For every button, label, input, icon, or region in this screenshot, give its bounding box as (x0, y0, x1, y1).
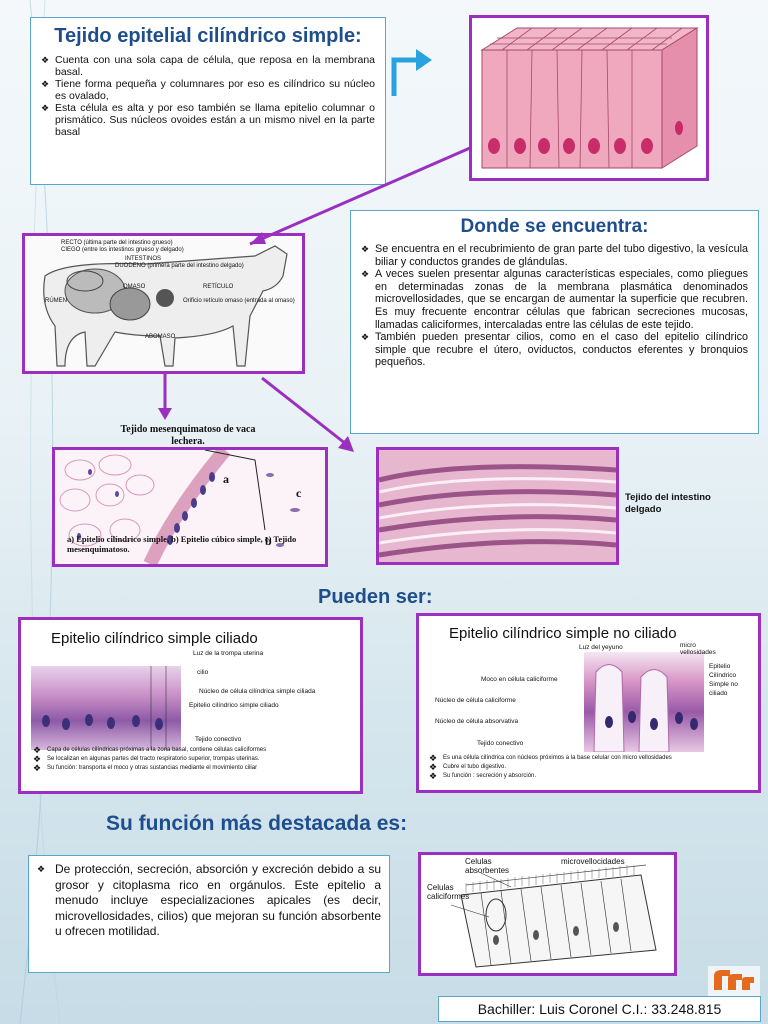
epithelium-block-image (469, 15, 709, 181)
cow-label: INTESTINOS (125, 256, 162, 262)
cow-label: RETÍCULO (203, 284, 234, 290)
cow-label: Orificio retículo omaso (entrada al omas… (183, 298, 295, 304)
intestine-image (376, 447, 619, 565)
no-ciliado-box: Epitelio cilíndrico simple no ciliado Lu… (416, 613, 761, 793)
mesen-letter-a: a (223, 472, 229, 486)
intestine-illustration (379, 464, 616, 558)
mesen-caption: a) Epitelio cilíndrico simple, b) Epitel… (67, 534, 297, 554)
mesenchymal-image: a b c a) Epitelio cilíndrico simple, b) … (52, 447, 328, 567)
ciliado-micrograph (31, 666, 181, 750)
no-ciliado-title: Epitelio cilíndrico simple no ciliado (449, 625, 677, 642)
donde-bullet: También pueden presentar cilios, como en… (361, 331, 748, 369)
ciliado-title: Epitelio cilíndrico simple ciliado (51, 630, 258, 647)
footer-box: Bachiller: Luis Coronel C.I.: 33.248.815 (438, 996, 761, 1022)
no-ciliado-label: Tejido conectivo (477, 740, 524, 747)
cow-label: ABOMASO (145, 334, 176, 340)
absorbent-illustration (450, 864, 657, 968)
intro-bullets: Cuenta con una sola capa de célula, que … (41, 54, 375, 138)
logo-icon (708, 966, 760, 996)
cow-label: RECTO (última parte del intestino grueso… (61, 240, 173, 246)
ciliado-bullets: Capa de células cilíndricas próximas a l… (33, 746, 353, 773)
no-ciliado-label: Núcleo de célula caliciforme (435, 697, 516, 704)
ciliado-label: Núcleo de célula cilíndrica simple cilia… (199, 688, 316, 695)
main-title: Tejido epitelial cilíndrico simple: (54, 25, 362, 47)
donde-bullets: Se encuentra en el recubrimiento de gran… (361, 243, 748, 369)
donde-bullet: Se encuentra en el recubrimiento de gran… (361, 243, 748, 268)
mesenchymal-illustration (59, 450, 300, 564)
no-ciliado-label: Moco en célula caliciforme (481, 676, 558, 683)
mesen-letter-c: c (296, 486, 302, 500)
caption-vaca: Tejido mesenquimatoso de vaca lechera. (120, 424, 256, 447)
ciliado-bullet: Se localizan en algunas partes del tract… (33, 755, 353, 764)
intro-bullet: Tiene forma pequeña y columnares por eso… (41, 78, 375, 102)
mesen-letter-b: b (265, 534, 272, 548)
epithelium-illustration (480, 27, 699, 169)
cow-illustration (43, 245, 288, 367)
cow-label: OMASO (123, 284, 146, 290)
funcion-bullet: De protección, secreción, absorción y ex… (37, 862, 381, 940)
funcion-bullets: De protección, secreción, absorción y ex… (37, 862, 381, 940)
no-ciliado-bullet: Es una célula cilíndrica con núcleos pró… (429, 754, 754, 763)
absorbent-cells-image: Celulas absorbentes microvellocidades Ce… (418, 852, 677, 976)
absorb-label: microvellocidades (561, 857, 625, 866)
ciliado-label: Luz de la trompa uterina (193, 650, 264, 657)
cow-label: DUODENO (primera parte del intestino del… (115, 263, 244, 269)
no-ciliado-label: Núcleo de célula absorvativa (435, 718, 519, 725)
no-ciliado-label: Luz del yeyuno (579, 644, 623, 651)
funcion-heading: Su función más destacada es: (106, 812, 408, 835)
intro-bullet: Esta célula es alta y por eso también se… (41, 102, 375, 138)
absorb-label: Celulas caliciformes (427, 883, 470, 901)
caption-intestino: Tejido del intestino delgado (625, 492, 711, 515)
no-ciliado-bullet: Cubre el tubo digestivo. (429, 763, 754, 772)
blue-arrow-icon (391, 49, 432, 96)
absorb-label: Celulas absorbentes (465, 857, 510, 875)
ciliado-bullet: Capa de células cilíndricas próximas a l… (33, 746, 353, 755)
cow-label: CIEGO (entre los intestinos grueso y del… (61, 247, 184, 253)
no-ciliado-label: micro vellosidades (680, 642, 716, 656)
no-ciliado-bullet: Su función : secreción y absorción. (429, 772, 754, 781)
donde-title: Donde se encuentra: (460, 216, 649, 237)
ciliado-box: Epitelio cilíndrico simple ciliado Luz d… (18, 617, 363, 794)
cow-diagram-image: RECTO (última parte del intestino grueso… (22, 233, 305, 374)
pueden-heading: Pueden ser: (318, 586, 433, 608)
no-ciliado-bullets: Es una célula cilíndrica con núcleos pró… (429, 754, 754, 781)
funcion-box: De protección, secreción, absorción y ex… (28, 855, 390, 973)
ciliado-label: cilio (197, 669, 209, 676)
no-ciliado-micrograph (584, 652, 704, 753)
cow-label: RÚMEN (45, 298, 67, 304)
ciliado-label: Epitelio cilíndrico simple ciliado (189, 702, 279, 709)
no-ciliado-label: Epitelio Cilíndrico Simple no ciliado (709, 663, 738, 697)
donde-bullet: A veces suelen presentar algunas caracte… (361, 268, 748, 331)
intro-box: Tejido epitelial cilíndrico simple: Cuen… (30, 17, 386, 185)
footer-text: Bachiller: Luis Coronel C.I.: 33.248.815 (477, 1001, 722, 1017)
ciliado-label: Tejido conectivo (195, 736, 242, 743)
intro-bullet: Cuenta con una sola capa de célula, que … (41, 54, 375, 78)
donde-box: Donde se encuentra: Se encuentra en el r… (350, 210, 759, 434)
ciliado-bullet: Su función: transporta el moco y otras s… (33, 764, 353, 773)
